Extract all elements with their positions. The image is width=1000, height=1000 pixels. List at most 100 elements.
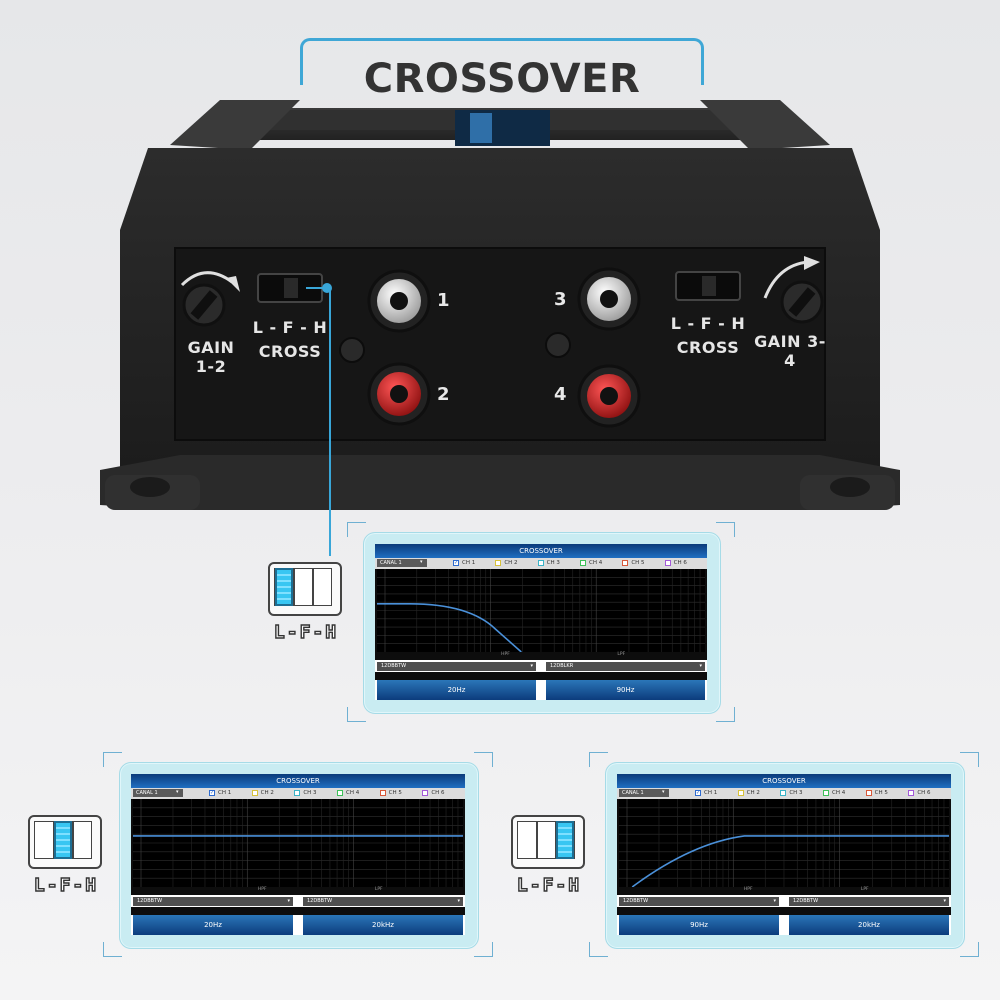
channel-label: CH 3 (546, 560, 560, 566)
lpf-label: LPF (617, 652, 626, 657)
channel-checkbox[interactable]: CH 4 (580, 559, 602, 568)
leader-dot (322, 283, 332, 293)
hpf-slope-value: 12DBBTW (137, 898, 163, 904)
switch-knob (556, 821, 574, 859)
lpf-slope-select[interactable]: 12DBBTW ▾ (303, 897, 463, 906)
frequency-plot (133, 799, 463, 887)
channel-checkbox[interactable]: ✓CH 1 (695, 789, 717, 798)
hpf-frequency-button[interactable]: 90Hz (619, 915, 779, 935)
channel-label: CH 2 (746, 790, 760, 796)
channel-checkbox[interactable]: CH 3 (537, 559, 560, 568)
frequency-row: 20Hz 90Hz (375, 680, 707, 700)
hpf-slope-select[interactable]: 12DBBTW ▾ (377, 662, 536, 671)
lpf-label: LPF (860, 887, 869, 892)
chevron-down-icon: ▾ (699, 663, 702, 669)
switch-label: L-F-H (516, 874, 582, 896)
cross-label-right: CROSS (676, 338, 740, 357)
switch-divider (312, 568, 314, 606)
lpf-frequency-button[interactable]: 20kHz (789, 915, 949, 935)
channel-checkbox[interactable]: CH 2 (495, 559, 518, 568)
channel-label: CH 5 (631, 560, 645, 566)
hpf-slope-value: 12DBBTW (381, 663, 407, 669)
switch-divider (536, 821, 538, 859)
canal-select[interactable]: CANAL 1 (377, 559, 427, 567)
checkbox-icon (737, 789, 744, 796)
hpf-label: HPF (743, 887, 753, 892)
switch-divider (293, 568, 295, 606)
channel-checkbox[interactable]: ✓CH 1 (209, 789, 231, 798)
cross-label-left: CROSS (258, 342, 322, 361)
leader-line-horizontal (306, 287, 331, 289)
channel-checkbox[interactable]: CH 3 (780, 789, 803, 798)
channel-checkbox[interactable]: CH 4 (337, 789, 359, 798)
checkbox-icon: ✓ (695, 789, 701, 796)
checkbox-icon (664, 559, 671, 566)
slope-row: 12DBBTW ▾ 12DBBTW ▾ (131, 895, 465, 907)
lpf-frequency-button[interactable]: 90Hz (546, 680, 705, 700)
corner-bracket (474, 752, 493, 767)
checkbox-icon (422, 789, 429, 796)
frequency-plot (377, 569, 705, 652)
channel-checkbox[interactable]: CH 2 (251, 789, 274, 798)
channel-checkbox[interactable]: CH 6 (908, 789, 931, 798)
gain-3-4-label: GAIN 3-4 (754, 332, 826, 370)
hpf-frequency-button[interactable]: 20Hz (133, 915, 293, 935)
channel-label: CH 4 (589, 560, 603, 566)
response-curve (377, 603, 522, 652)
channel-row: CANAL 1▾ ✓CH 1 CH 2 CH 3 CH 4 CH 5 CH 6 (131, 788, 465, 799)
canal-select[interactable]: CANAL 1 (619, 789, 669, 797)
channel-checkbox[interactable]: CH 6 (422, 789, 445, 798)
chevron-down-icon: ▾ (530, 663, 533, 669)
corner-bracket (960, 752, 979, 767)
hpf-slope-select[interactable]: 12DBBTW▾ (619, 897, 779, 906)
corner-bracket (103, 752, 122, 767)
switch-divider (72, 821, 74, 859)
channel-checkbox[interactable]: CH 2 (737, 789, 760, 798)
channel-checkbox[interactable]: CH 6 (664, 559, 687, 568)
channel-checkbox[interactable]: ✓CH 1 (453, 559, 475, 568)
title-bracket (300, 38, 704, 85)
crossover-header: CROSSOVER (617, 774, 951, 788)
lpf-slope-select[interactable]: 12DBLKR ▾ (546, 662, 705, 671)
port-3-label: 3 (554, 289, 567, 310)
corner-bracket (589, 752, 608, 767)
canal-select[interactable]: CANAL 1 (133, 789, 183, 797)
canal-dropdown-icon: ▾ (420, 559, 423, 565)
switch-knob (275, 568, 293, 606)
canal-dropdown-icon: ▾ (176, 789, 179, 795)
channel-label: CH 6 (917, 790, 931, 796)
lpf-slope-value: 12DBBTW (307, 898, 333, 904)
lpf-frequency-button[interactable]: 20kHz (303, 915, 463, 935)
corner-bracket (347, 522, 366, 537)
channel-label: CH 5 (388, 790, 402, 796)
channel-checkbox[interactable]: CH 5 (865, 789, 888, 798)
frequency-plot-graph (377, 569, 705, 652)
checkbox-icon (908, 789, 915, 796)
channel-label: CH 6 (673, 560, 687, 566)
switch-knob (54, 821, 72, 859)
frequency-row: 20Hz 20kHz (131, 915, 465, 935)
checkbox-icon (780, 789, 787, 796)
hpf-slope-value: 12DBBTW (623, 898, 649, 904)
hpf-slope-select[interactable]: 12DBBTW ▾ (133, 897, 293, 906)
hpf-frequency-button[interactable]: 20Hz (377, 680, 536, 700)
channel-label: CH 4 (832, 790, 846, 796)
leader-line-vertical (329, 288, 331, 556)
channel-label: CH 6 (431, 790, 445, 796)
corner-bracket (347, 707, 366, 722)
channel-checkbox[interactable]: CH 4 (823, 789, 845, 798)
lpf-slope-select[interactable]: 12DBBTW▾ (789, 897, 949, 906)
channel-checkbox[interactable]: CH 5 (622, 559, 645, 568)
channel-checkbox[interactable]: CH 3 (294, 789, 317, 798)
port-1-label: 1 (437, 290, 450, 311)
amplifier: GAIN 1-2 GAIN 3-4 L - F - H CROSS L - F … (100, 100, 900, 510)
lpf-slope-value: 12DBLKR (550, 663, 574, 669)
chevron-down-icon: ▾ (457, 898, 460, 904)
channel-checkbox[interactable]: CH 5 (379, 789, 402, 798)
chevron-down-icon: ▾ (287, 898, 290, 904)
channel-row: CANAL 1▾ ✓CH 1 CH 2 CH 3 CH 4 CH 5 CH 6 (375, 558, 707, 569)
